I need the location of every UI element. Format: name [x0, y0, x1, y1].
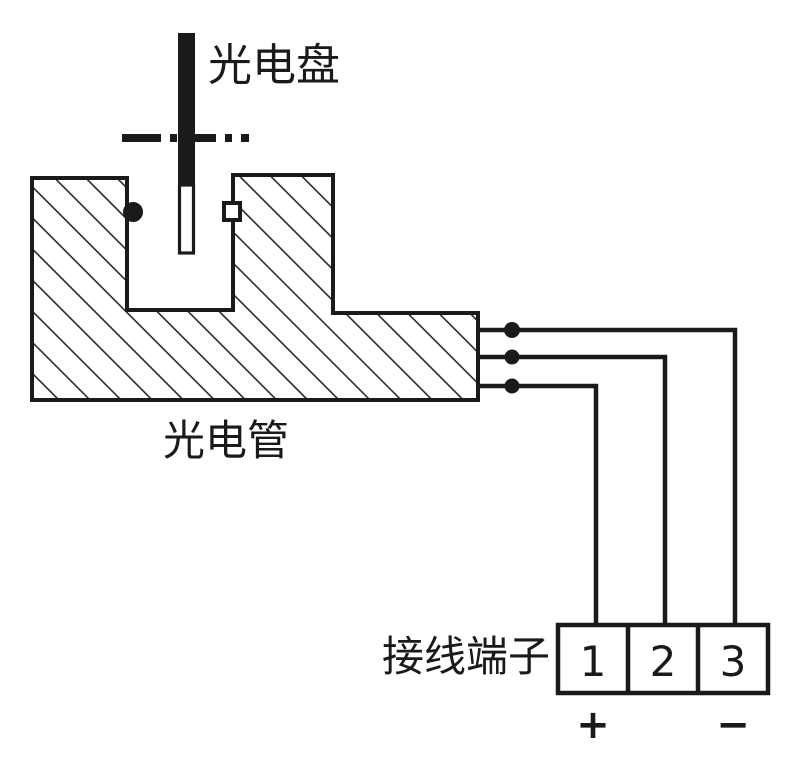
terminal-number-2: 2 — [650, 637, 677, 686]
circle-emitter-icon — [123, 202, 143, 222]
slotted-disk-bar — [177, 33, 196, 255]
junction-dot-1 — [504, 322, 520, 338]
disk-bar-solid — [178, 33, 195, 186]
terminal-number-1: 1 — [580, 637, 607, 686]
wire-junction-dots — [504, 322, 520, 394]
wire-to-terminal-2 — [478, 354, 668, 625]
polarity-negative: − — [716, 702, 750, 748]
terminal-block: 1 2 3 — [555, 622, 771, 696]
junction-dot-3 — [504, 378, 520, 394]
square-receiver-icon — [222, 201, 242, 222]
disk-bar-slot — [177, 183, 196, 255]
phototube-body-outline — [30, 173, 480, 402]
terminal-polarity-marks: + − — [576, 702, 750, 748]
junction-dot-2 — [504, 349, 520, 365]
label-phototube: 光电管 — [163, 416, 289, 465]
wire-to-terminal-3 — [478, 327, 738, 625]
polarity-positive: + — [576, 702, 610, 748]
terminal-number-3: 3 — [720, 637, 747, 686]
phototube-body — [30, 173, 480, 402]
terminal-block-frame — [555, 622, 771, 696]
label-terminal-block: 接线端子 — [382, 632, 550, 681]
label-photoelectric-disk: 光电盘 — [208, 40, 340, 91]
